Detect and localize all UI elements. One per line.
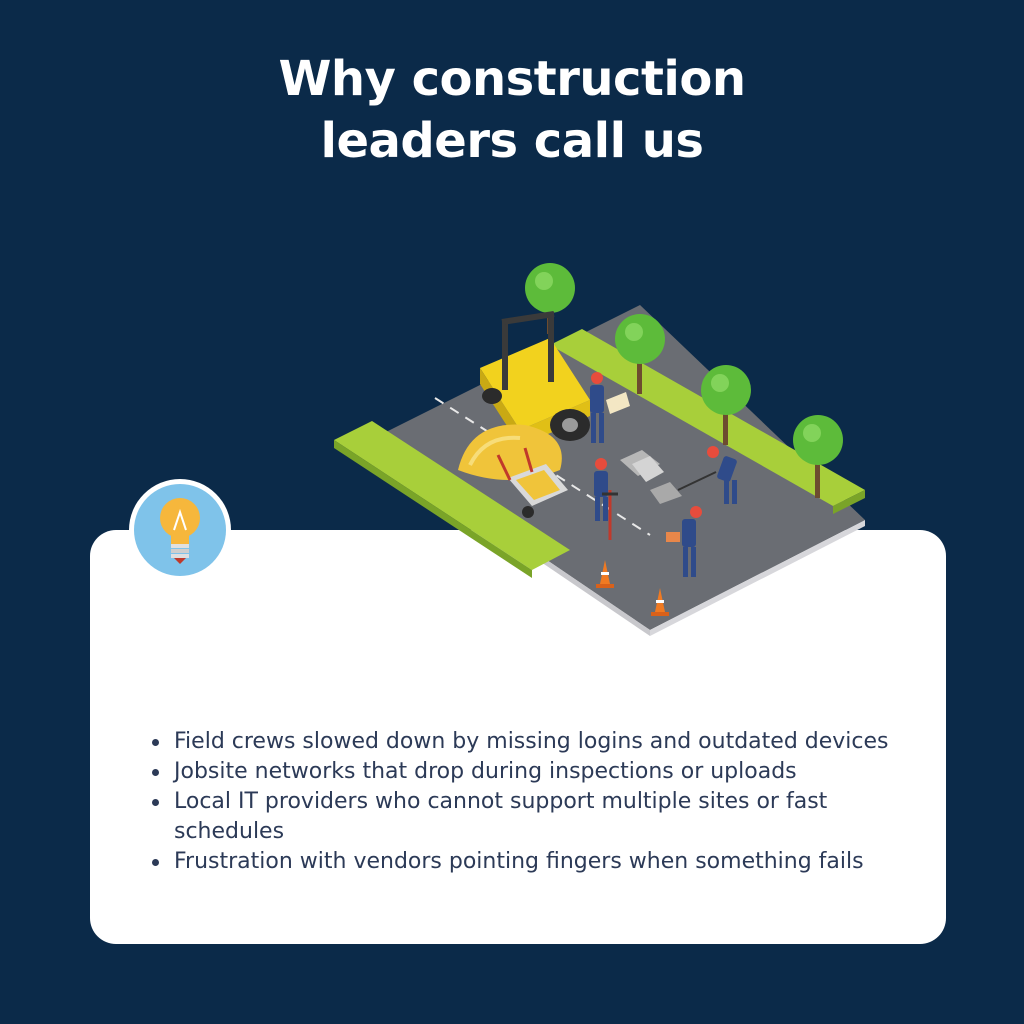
title-line-2: leaders call us	[320, 113, 704, 169]
worker-icon	[677, 446, 737, 504]
list-item: Jobsite networks that drop during inspec…	[150, 757, 910, 787]
wheelbarrow-icon	[496, 447, 568, 518]
traffic-cone-icon	[596, 560, 614, 588]
traffic-cone-icon	[651, 588, 669, 616]
tree-icon	[793, 415, 843, 498]
worker-icon	[594, 458, 618, 540]
worker-icon	[590, 372, 630, 443]
road-construction-illustration	[334, 263, 865, 636]
lightbulb-icon	[160, 498, 200, 564]
tree-icon	[701, 365, 751, 445]
lightbulb-badge	[129, 479, 231, 581]
title-line-1: Why construction	[278, 51, 746, 107]
list-item: Field crews slowed down by missing login…	[150, 727, 910, 757]
rubble-icon	[620, 450, 682, 504]
grass-strip-back	[550, 329, 865, 506]
content-card	[90, 530, 946, 944]
page-title: Why construction leaders call us	[0, 48, 1024, 172]
grass-strip-front	[334, 421, 570, 570]
worker-icon	[666, 506, 702, 577]
list-item: Frustration with vendors pointing finger…	[150, 847, 910, 877]
pain-points-list: Field crews slowed down by missing login…	[150, 727, 910, 877]
tree-icon	[615, 314, 665, 394]
sand-pile-icon	[458, 424, 562, 480]
list-item: Local IT providers who cannot support mu…	[150, 787, 910, 847]
